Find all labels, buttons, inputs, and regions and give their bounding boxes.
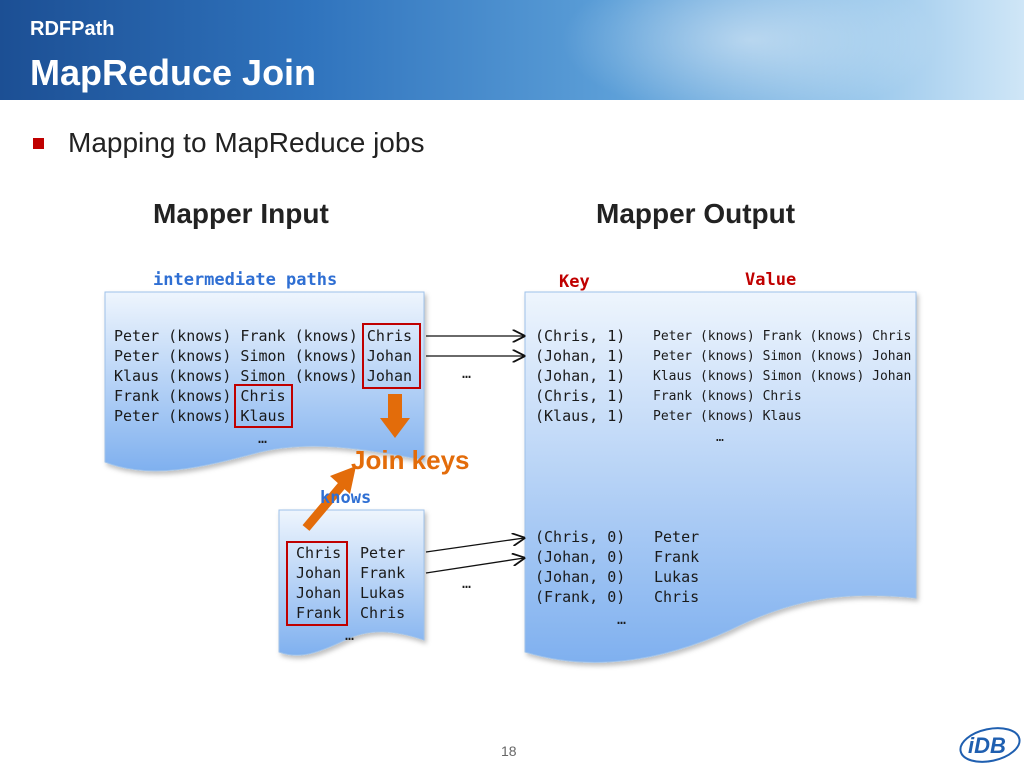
- slide-title: MapReduce Join: [30, 52, 317, 93]
- output-key: (Klaus, 1): [535, 407, 626, 425]
- intermediate-line: Peter (knows) Simon (knows) Johan: [114, 347, 413, 365]
- output-value: Peter (knows) Klaus: [653, 409, 802, 424]
- knows-object: Chris: [360, 604, 406, 622]
- mapper-input-heading: Mapper Input: [153, 198, 329, 229]
- mapper-output-document: [524, 291, 917, 663]
- output-key: (Johan, 0): [535, 548, 626, 566]
- output-ellipsis: …: [617, 610, 627, 628]
- intermediate-paths-document: [104, 291, 425, 472]
- output-value: Peter: [654, 528, 700, 546]
- intermediate-ellipsis: …: [258, 429, 268, 447]
- output-key: (Frank, 0): [535, 588, 626, 606]
- knows-subject: Frank: [296, 604, 342, 622]
- slide-subtitle: RDFPath: [30, 18, 115, 40]
- output-key: (Chris, 1): [535, 387, 626, 405]
- output-value: Chris: [654, 588, 700, 606]
- title-bar-shine: [560, 0, 940, 100]
- bullet-square-icon: [33, 138, 44, 149]
- svg-text:iDB: iDB: [968, 733, 1006, 758]
- join-key-highlight-box: [362, 323, 421, 389]
- output-value: Lukas: [654, 568, 700, 586]
- intermediate-line: Peter (knows) Frank (knows) Chris: [114, 327, 413, 345]
- down-arrow-icon: [380, 394, 410, 438]
- knows-caption: knows: [320, 488, 372, 508]
- arrow-3: [425, 538, 524, 553]
- join-keys-label: Join keys: [351, 445, 470, 475]
- mapper-output-heading: Mapper Output: [596, 198, 796, 229]
- knows-object: Frank: [360, 564, 406, 582]
- output-key: (Johan, 0): [535, 568, 626, 586]
- knows-subject: Chris: [296, 544, 342, 562]
- gap-ellipsis: …: [462, 364, 472, 382]
- key-label: Key: [559, 272, 590, 292]
- output-value: Frank: [654, 548, 700, 566]
- output-value: Peter (knows) Frank (knows) Chris: [653, 329, 912, 344]
- value-label: Value: [745, 270, 797, 290]
- knows-object: Lukas: [360, 584, 406, 602]
- intermediate-line: Peter (knows) Klaus: [114, 407, 286, 425]
- title-bar: RDFPath MapReduce Join: [0, 0, 1024, 100]
- knows-subject: Johan: [296, 584, 342, 602]
- diagonal-arrow-icon: [302, 466, 356, 531]
- knows-object: Peter: [360, 544, 406, 562]
- output-value: Peter (knows) Simon (knows) Johan: [653, 349, 912, 364]
- output-ellipsis: …: [716, 430, 724, 445]
- output-key: (Chris, 0): [535, 528, 626, 546]
- output-value: Frank (knows) Chris: [653, 389, 802, 404]
- gap-ellipsis: …: [462, 574, 472, 592]
- output-key: (Johan, 1): [535, 347, 626, 365]
- knows-ellipsis: …: [345, 626, 355, 644]
- bullet-text: Mapping to MapReduce jobs: [68, 127, 425, 158]
- output-key: (Johan, 1): [535, 367, 626, 385]
- knows-subject: Johan: [296, 564, 342, 582]
- idb-logo-icon: iDB: [959, 727, 1021, 763]
- output-value: Klaus (knows) Simon (knows) Johan: [653, 369, 912, 384]
- intermediate-line: Frank (knows) Chris: [114, 387, 286, 405]
- intermediate-paths-caption: intermediate paths: [153, 270, 338, 290]
- intermediate-line: Klaus (knows) Simon (knows) Johan: [114, 367, 413, 385]
- page-number: 18: [501, 743, 517, 759]
- knows-document: [278, 509, 425, 656]
- output-key: (Chris, 1): [535, 327, 626, 345]
- join-key-highlight-box: [286, 541, 348, 626]
- arrow-4: [425, 558, 524, 574]
- join-key-highlight-box: [234, 384, 293, 428]
